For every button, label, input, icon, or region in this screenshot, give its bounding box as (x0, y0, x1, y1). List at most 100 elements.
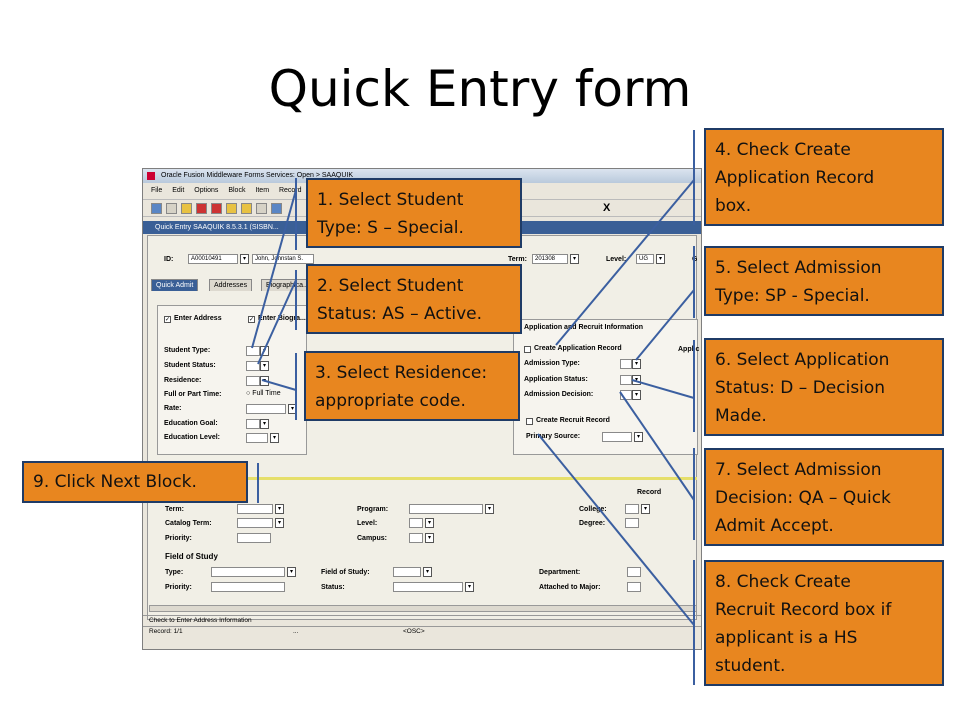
campus-dropdown[interactable]: ▾ (425, 533, 434, 543)
callout-8-line-1: 8. Check Create (715, 572, 851, 592)
next-block-icon[interactable] (210, 203, 222, 214)
college-dropdown[interactable]: ▾ (641, 504, 650, 514)
student-status-field[interactable] (246, 361, 260, 371)
exit-icon[interactable]: X (603, 202, 611, 214)
create-application-checkbox[interactable] (524, 346, 531, 353)
menu-item[interactable]: Item (255, 187, 270, 194)
help-icon[interactable] (270, 203, 282, 214)
full-time-radio[interactable]: ○ Full Time (246, 390, 281, 397)
fos-status-dropdown[interactable]: ▾ (465, 582, 474, 592)
primary-source-field[interactable] (602, 432, 632, 442)
catalog-term-dropdown[interactable]: ▾ (275, 518, 284, 528)
fos-status-field[interactable] (393, 582, 463, 592)
callout-step-5: 5. Select Admission Type: SP - Special. (704, 246, 944, 316)
id-field[interactable]: A00010491 (188, 254, 238, 264)
remove-record-icon[interactable] (240, 203, 252, 214)
callout-step-9: 9. Click Next Block. (22, 461, 248, 503)
catalog-term-field[interactable] (237, 518, 273, 528)
horizontal-scrollbar[interactable] (149, 605, 697, 612)
callout-step-8: 8. Check Create Recruit Record box if ap… (704, 560, 944, 686)
callout-2-line-2: Status: AS – Active. (317, 304, 483, 324)
id-label: ID: (164, 256, 174, 263)
primary-source-dropdown[interactable]: ▾ (634, 432, 643, 442)
term-field[interactable]: 201308 (532, 254, 568, 264)
fos-field-dropdown[interactable]: ▾ (423, 567, 432, 577)
admission-type-label: Admission Type: (524, 360, 580, 367)
callout-4-line-3: box. (715, 196, 752, 216)
fos-status-label: Status: (321, 584, 345, 591)
application-status-label: Application Status: (524, 376, 588, 383)
curriculum-priority-label: Priority: (165, 535, 192, 542)
menu-file[interactable]: File (151, 187, 163, 194)
save-icon[interactable] (151, 203, 162, 214)
fos-type-dropdown[interactable]: ▾ (287, 567, 296, 577)
admission-decision-dropdown[interactable]: ▾ (632, 390, 641, 400)
residence-label: Residence: (164, 377, 202, 384)
curriculum-level-dropdown[interactable]: ▾ (425, 518, 434, 528)
menu-record[interactable]: Record (278, 187, 302, 194)
student-status-dropdown[interactable]: ▾ (260, 361, 269, 371)
enter-bio-checkbox[interactable]: ✓ (248, 316, 255, 323)
fos-type-label: Type: (165, 569, 184, 576)
enter-address-checkbox[interactable]: ✓ (164, 316, 171, 323)
student-status-label: Student Status: (164, 362, 216, 369)
college-field[interactable] (625, 504, 639, 514)
callout-step-1: 1. Select Student Type: S – Special. (306, 178, 522, 248)
admission-decision-label: Admission Decision: (524, 391, 594, 398)
college-label: College: (579, 506, 607, 513)
tab-addresses[interactable]: Addresses (209, 279, 253, 291)
fos-priority-label: Priority: (165, 584, 192, 591)
primary-source-label: Primary Source: (526, 433, 581, 440)
insert-record-icon[interactable] (225, 203, 237, 214)
education-goal-dropdown[interactable]: ▾ (260, 419, 269, 429)
fos-field-label: Field of Study: (321, 569, 370, 576)
callout-1-line-2: Type: S – Special. (317, 218, 464, 238)
curriculum-term-dropdown[interactable]: ▾ (275, 504, 284, 514)
curriculum-level-field[interactable] (409, 518, 423, 528)
curriculum-priority-field[interactable] (237, 533, 271, 543)
application-status-field[interactable] (620, 375, 632, 385)
id-lookup-button[interactable]: ▾ (240, 254, 249, 264)
application-panel: Application and Recruit Information Appl… (513, 319, 699, 455)
menu-options[interactable]: Options (194, 187, 219, 194)
rate-label: Rate: (164, 405, 182, 412)
education-goal-field[interactable] (246, 419, 260, 429)
create-recruit-checkbox[interactable] (526, 418, 533, 425)
term-label: Term: (508, 256, 527, 263)
education-level-field[interactable] (246, 433, 268, 443)
admission-type-field[interactable] (620, 359, 632, 369)
enter-bio-label: Enter Biogra... (258, 315, 306, 322)
degree-field[interactable] (625, 518, 639, 528)
menu-edit[interactable]: Edit (172, 187, 185, 194)
print-icon[interactable] (180, 203, 192, 214)
program-dropdown[interactable]: ▾ (485, 504, 494, 514)
callout-step-6: 6. Select Application Status: D – Decisi… (704, 338, 944, 436)
previous-block-icon[interactable] (195, 203, 207, 214)
campus-field[interactable] (409, 533, 423, 543)
term-dropdown[interactable]: ▾ (570, 254, 579, 264)
rate-field[interactable] (246, 404, 286, 414)
attached-major-field[interactable] (627, 582, 641, 592)
fos-type-field[interactable] (211, 567, 285, 577)
department-field[interactable] (627, 567, 641, 577)
education-level-dropdown[interactable]: ▾ (270, 433, 279, 443)
status-record: Record: 1/1 (149, 628, 183, 635)
callout-6-line-2: Status: D – Decision (715, 378, 886, 398)
tab-quick-admit[interactable]: Quick Admit (151, 279, 199, 291)
application-panel-header: Application and Recruit Information (524, 324, 644, 331)
student-type-label: Student Type: (164, 347, 211, 354)
menu-block[interactable]: Block (228, 187, 246, 194)
level-dropdown[interactable]: ▾ (656, 254, 665, 264)
fos-field-field[interactable] (393, 567, 421, 577)
rollback-icon[interactable] (165, 203, 177, 214)
catalog-term-label: Catalog Term: (165, 520, 212, 527)
residence-field[interactable] (246, 376, 260, 386)
curriculum-term-field[interactable] (237, 504, 273, 514)
program-field[interactable] (409, 504, 483, 514)
query-icon[interactable] (255, 203, 267, 214)
fos-priority-field[interactable] (211, 582, 285, 592)
status-dots: ... (293, 628, 299, 635)
level-label: Level: (606, 256, 627, 263)
full-part-label: Full or Part Time: (164, 391, 222, 398)
level-field[interactable]: UG (636, 254, 654, 264)
